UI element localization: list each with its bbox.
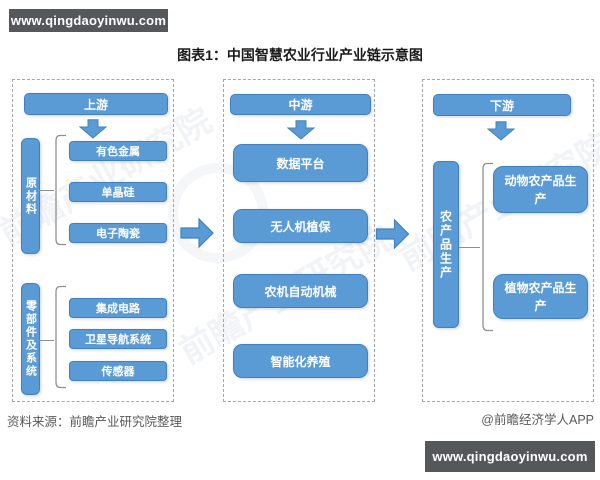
- site-url-text: www.qingdaoyinwu.com: [10, 13, 167, 28]
- group-label-raw-materials: 原材料: [21, 138, 40, 254]
- chain-node: 有色金属: [69, 141, 167, 161]
- group-label-text: 原材料: [24, 176, 37, 216]
- chart-title: 图表1：中国智慧农业行业产业链示意图: [177, 47, 423, 63]
- group-label-text: 零部件及系统: [24, 300, 37, 378]
- site-watermark-bar-top: www.qingdaoyinwu.com: [9, 9, 168, 32]
- chain-node: 卫星导航系统: [69, 329, 167, 349]
- chain-node: 单晶硅: [69, 182, 167, 202]
- downstream-header: 下游: [433, 94, 571, 116]
- bracket-connector: [55, 285, 66, 389]
- credit-note: @前瞻经济学人APP: [481, 413, 594, 427]
- right-arrow-icon: [180, 217, 214, 249]
- group-label-components-systems: 零部件及系统: [21, 283, 40, 395]
- group-label-agri-production: 农产品生产: [433, 161, 459, 328]
- site-url-text: www.qingdaoyinwu.com: [432, 449, 588, 464]
- midstream-panel: 中游 数据平台 无人机植保 农机自动机械 智能化养殖: [223, 79, 375, 402]
- chain-node: 电子陶瓷: [69, 223, 167, 243]
- bracket-connector: [55, 134, 66, 246]
- upstream-header: 上游: [24, 93, 168, 115]
- right-arrow-icon: [375, 218, 410, 250]
- chain-node: 植物农产品生产: [493, 274, 588, 319]
- chain-node: 农机自动机械: [233, 274, 368, 308]
- chain-node: 无人机植保: [233, 209, 368, 243]
- source-note: 资料来源：前瞻产业研究院整理: [7, 415, 183, 429]
- chain-node: 智能化养殖: [233, 344, 368, 378]
- connector-line: [459, 247, 480, 248]
- chain-node: 传感器: [69, 361, 167, 381]
- upstream-panel: 上游 原材料 有色金属 单晶硅 电子陶瓷 零部件及系统 集成电路 卫星导航系统 …: [12, 79, 174, 402]
- bracket-connector: [482, 162, 493, 332]
- chain-node: 集成电路: [69, 298, 167, 318]
- down-arrow-icon: [79, 119, 107, 139]
- connector-line: [39, 190, 54, 191]
- group-label-text: 农产品生产: [438, 209, 453, 280]
- downstream-panel: 下游 农产品生产 动物农产品生产 植物农产品生产: [422, 79, 594, 402]
- site-watermark-bar-bottom: www.qingdaoyinwu.com: [425, 441, 595, 472]
- midstream-header: 中游: [230, 94, 371, 115]
- chain-node: 数据平台: [233, 144, 368, 182]
- chain-node: 动物农产品生产: [493, 166, 588, 213]
- connector-line: [39, 340, 54, 341]
- down-arrow-icon: [287, 120, 315, 140]
- down-arrow-icon: [487, 121, 515, 141]
